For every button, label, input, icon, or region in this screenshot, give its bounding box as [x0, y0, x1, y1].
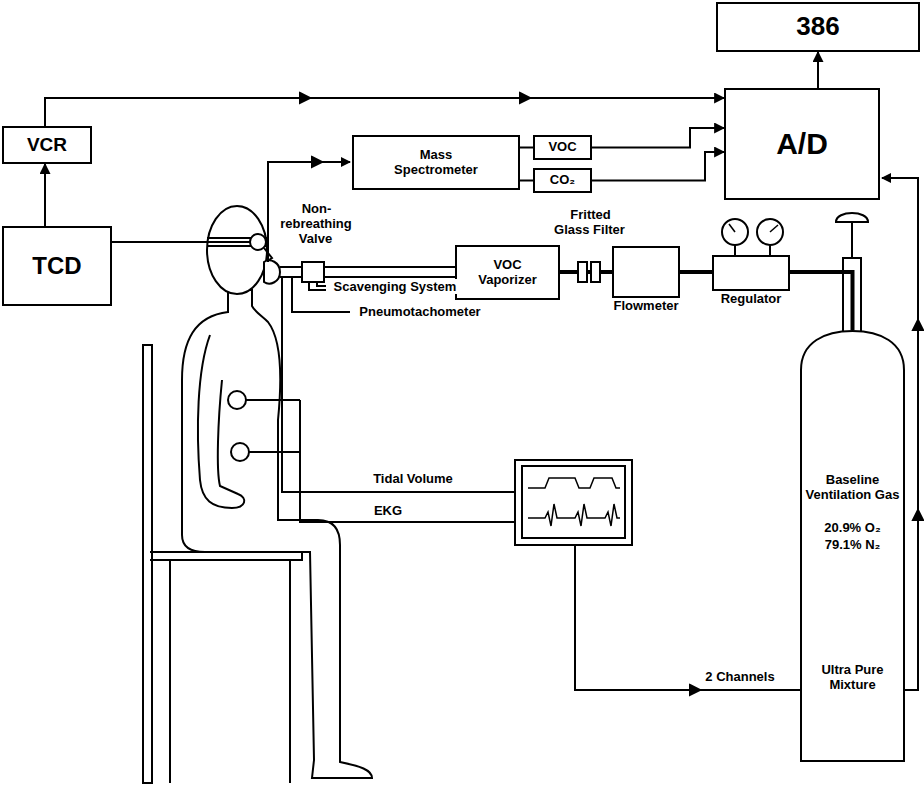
signal-line: [520, 147, 533, 149]
part-label: Non-rebreathing Valve: [274, 202, 358, 247]
gas-pipe: [790, 272, 853, 330]
label-text: Scavenging System: [333, 279, 458, 294]
node-text: A/D: [776, 127, 828, 162]
signal-line: [592, 128, 724, 148]
flowmeter-box: Flowmeter: [612, 246, 680, 298]
node-text: Flowmeter: [611, 299, 680, 314]
regulator-box: Regulator: [712, 255, 790, 291]
node-text: Regulator: [719, 292, 784, 307]
part-label: Pneumotachometer: [355, 305, 485, 320]
signal-line: [45, 98, 724, 126]
part-label: EKG: [358, 504, 418, 519]
node-text: VCR: [27, 134, 67, 156]
analyzer-box: Mass Spectrometer: [352, 135, 520, 190]
signal-line: [817, 52, 819, 88]
part-label: Tidal Volume: [358, 472, 468, 487]
recorder-box: VCR: [2, 126, 92, 164]
node-text: Mass Spectrometer: [389, 148, 484, 178]
label-text: 2 Channels: [704, 669, 775, 684]
node-text: CO₂: [550, 173, 575, 188]
node-text: VOC Vaporizer: [468, 258, 548, 288]
signal-line: [44, 164, 46, 226]
vaporizer-box: VOC Vaporizer: [455, 245, 560, 300]
signal-arrow: [913, 510, 923, 520]
converter-box: A/D: [724, 88, 880, 200]
ekg-electrodes: [228, 277, 515, 522]
node-text: 79.1% N₂: [805, 538, 901, 553]
part-label: 2 Channels: [690, 670, 790, 685]
fritted-filter: [578, 262, 600, 282]
tcd-headband: [112, 234, 267, 250]
node-text: Baseline Ventilation Gas: [805, 473, 901, 503]
label-text: Tidal Volume: [372, 471, 454, 486]
part-label: Scavenging System: [330, 280, 460, 295]
channel-box: VOC: [533, 135, 592, 160]
sample-line-arrow: [312, 157, 322, 167]
label-text: EKG: [373, 503, 403, 518]
node-text: 386: [796, 12, 839, 42]
part-label: Fritted Glass Filter: [552, 208, 628, 238]
monitor: [515, 460, 632, 545]
node-text: VOC: [548, 140, 576, 155]
node-text: 20.9% O₂: [805, 521, 901, 536]
gas-cylinder: Baseline Ventilation Gas 20.9% O₂ 79.1% N₂…: [800, 330, 905, 762]
label-text: Non-rebreathing Valve: [280, 201, 352, 246]
node-text: Ultra Pure Mixture: [805, 663, 901, 693]
cylinder-shape: [801, 331, 904, 761]
label-text: Pneumotachometer: [358, 304, 481, 319]
gas-pipe: [680, 270, 712, 274]
node-text: TCD: [32, 252, 81, 280]
doppler-box: TCD: [2, 226, 112, 306]
regulator-gauges: [722, 219, 783, 255]
channel-box: CO₂: [533, 168, 592, 193]
computer-box: 386: [716, 2, 920, 52]
signal-arrow: [913, 320, 923, 330]
signal-arrow: [690, 685, 700, 695]
label-text: Fritted Glass Filter: [554, 207, 626, 237]
signal-line: [592, 152, 724, 181]
signal-line: [520, 180, 533, 182]
